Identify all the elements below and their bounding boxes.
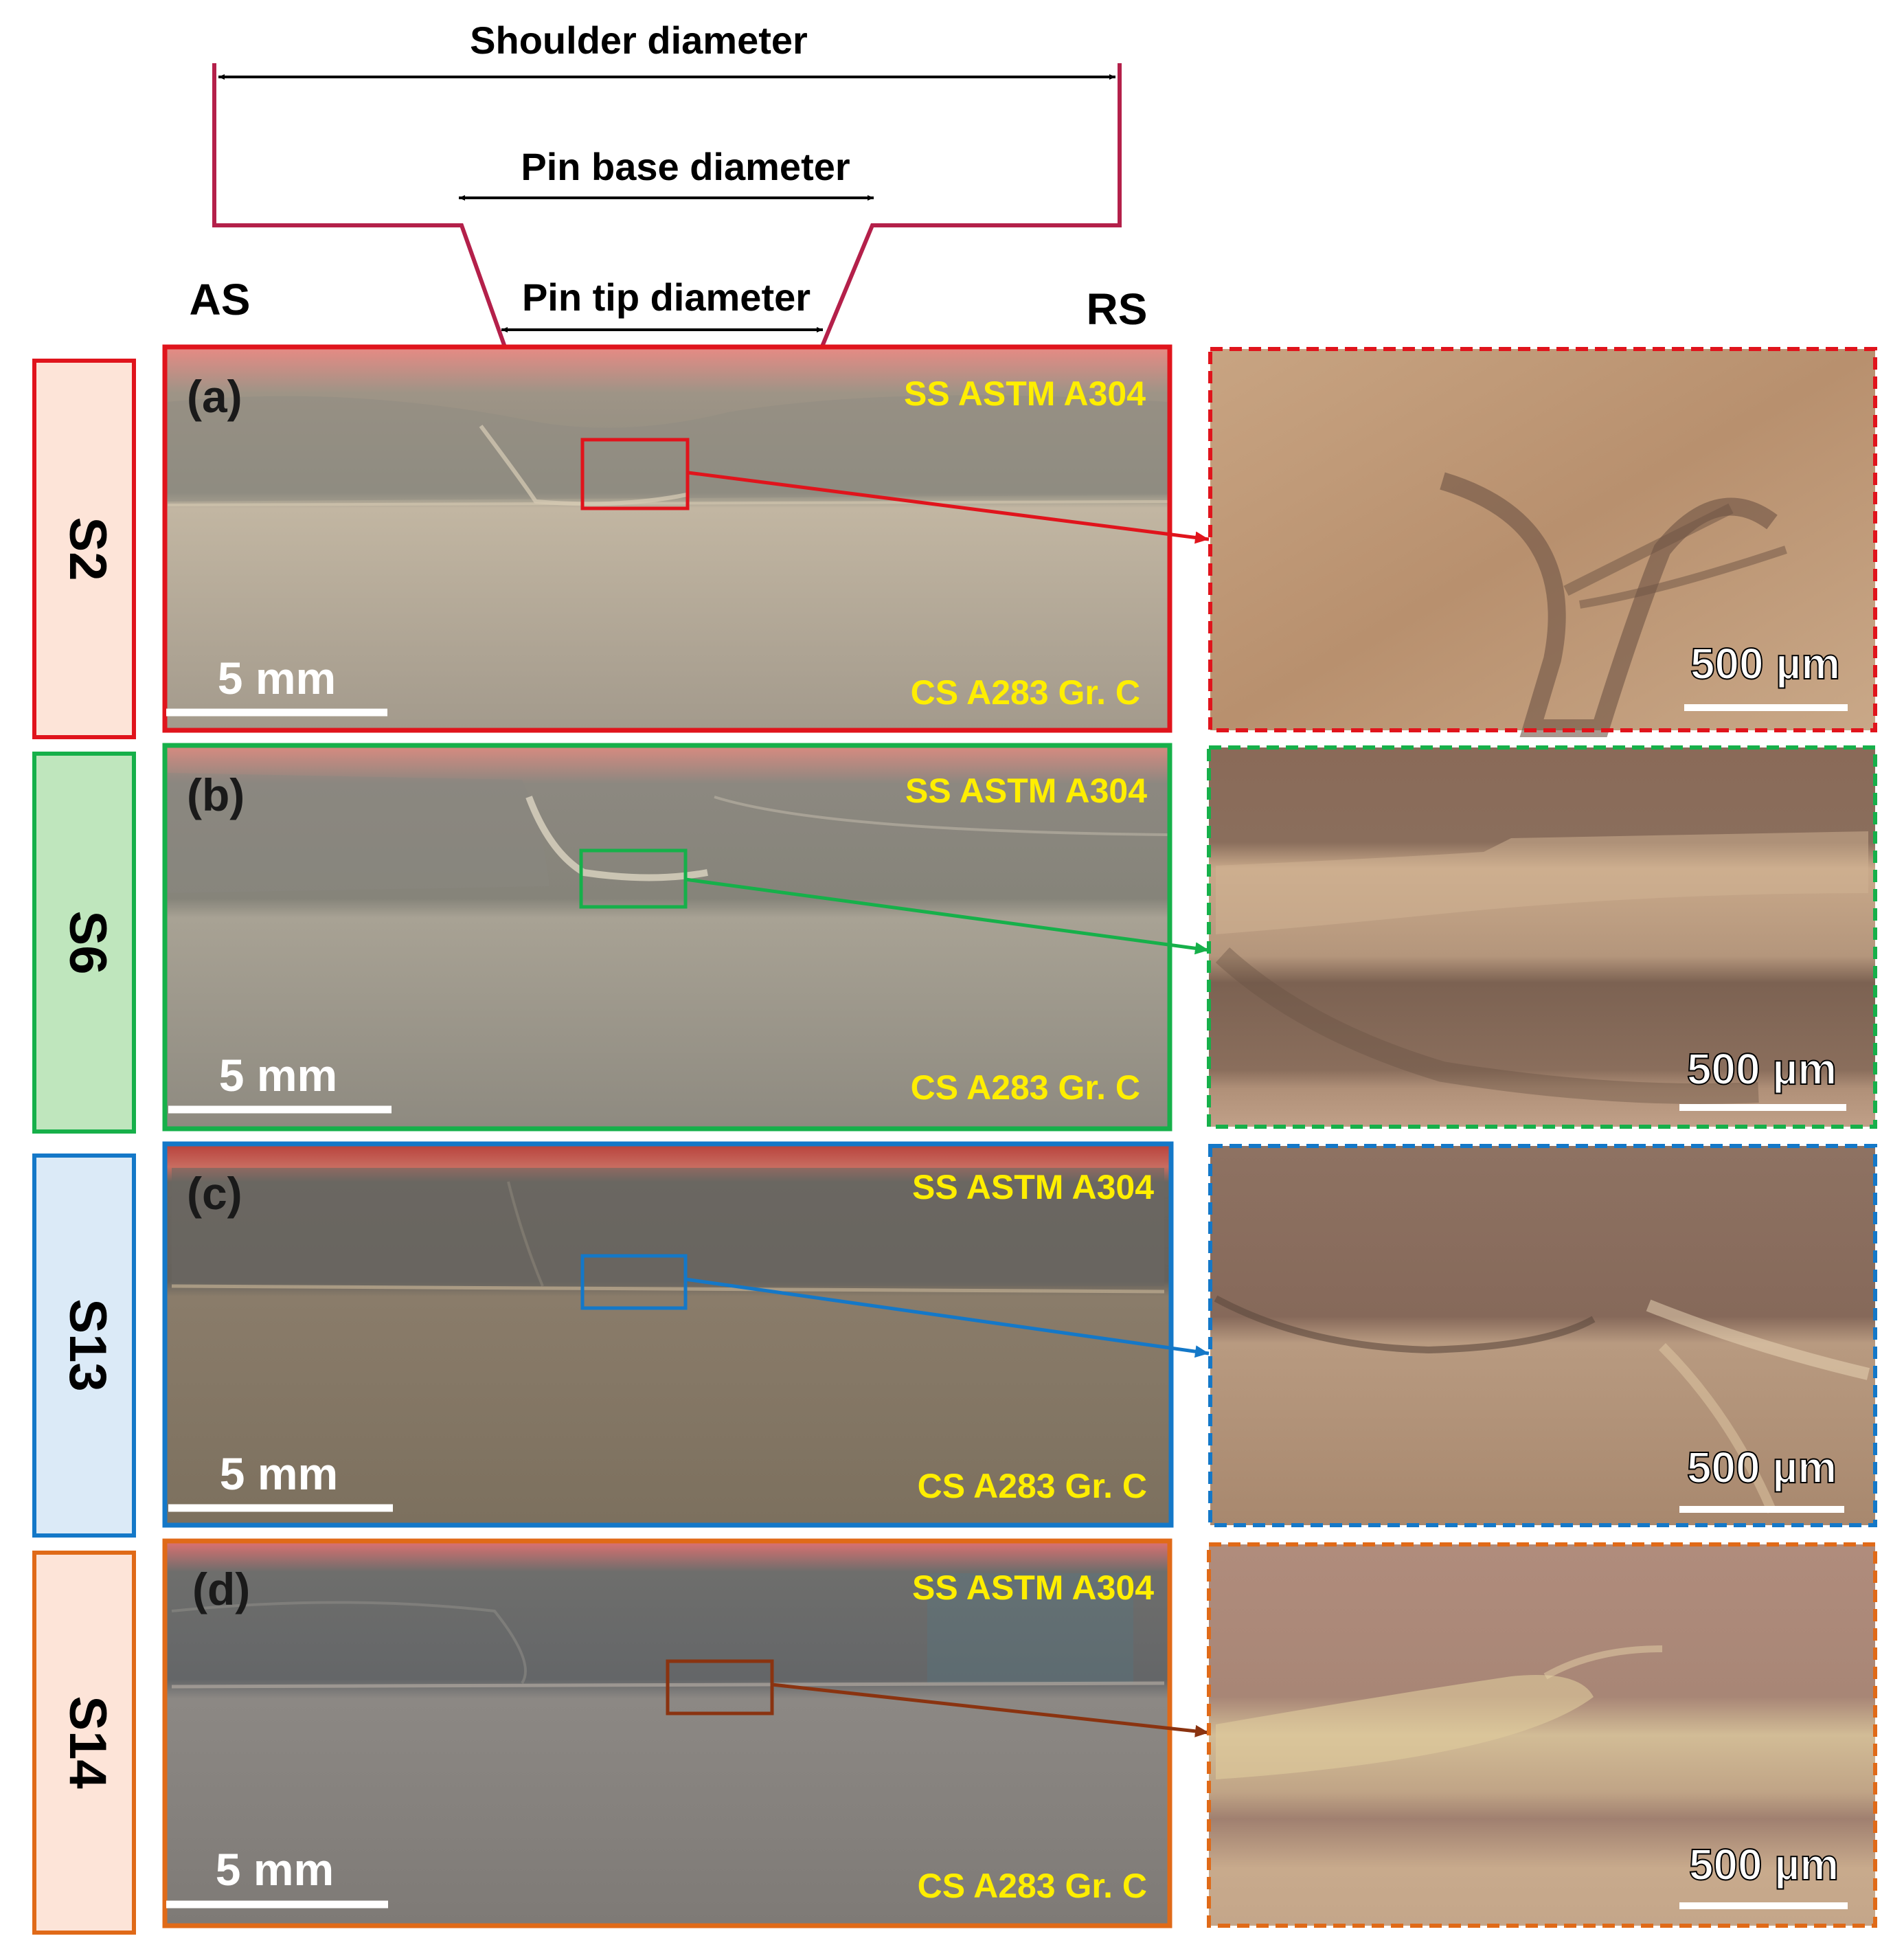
panel-label-b: (b) bbox=[187, 769, 245, 820]
zoom-arrow-a bbox=[688, 471, 1210, 544]
micro-scale-label-b: 500 µm bbox=[1687, 1044, 1837, 1094]
sample-label-s13: S13 bbox=[58, 1298, 117, 1391]
zoom-arrow-c bbox=[685, 1277, 1210, 1358]
micrograph-frame-b bbox=[1207, 745, 1877, 1129]
sample-tag-s2 bbox=[32, 359, 136, 739]
macro-scale-label-d: 5 mm bbox=[216, 1844, 334, 1895]
sample-tag-s13 bbox=[32, 1154, 136, 1538]
micrograph-frame-d bbox=[1207, 1542, 1877, 1928]
top-material-label-c: SS ASTM A304 bbox=[912, 1168, 1154, 1206]
top-material-label-d: SS ASTM A304 bbox=[912, 1568, 1154, 1607]
pin-base-diameter-label: Pin base diameter bbox=[521, 145, 850, 188]
sample-tag-s6 bbox=[32, 752, 136, 1134]
macro-scale-label-a: 5 mm bbox=[218, 653, 336, 704]
bottom-material-label-a: CS A283 Gr. C bbox=[911, 673, 1140, 712]
bottom-material-label-d: CS A283 Gr. C bbox=[918, 1867, 1147, 1905]
zoom-box-a bbox=[580, 438, 690, 510]
zoom-box-b bbox=[579, 848, 688, 909]
macro-scale-label-b: 5 mm bbox=[219, 1050, 337, 1101]
micrograph-a bbox=[1210, 349, 1875, 737]
bottom-material-label-c: CS A283 Gr. C bbox=[918, 1467, 1147, 1505]
shoulder-diameter-label: Shoulder diameter bbox=[470, 19, 808, 62]
retreating-side-label: RS bbox=[1087, 284, 1148, 334]
zoom-arrow-b bbox=[685, 877, 1210, 955]
panel-label-a: (a) bbox=[187, 371, 242, 422]
sample-label-s14: S14 bbox=[58, 1696, 117, 1788]
macrograph-frame-c bbox=[162, 1141, 1174, 1528]
micro-scale-label-a: 500 µm bbox=[1690, 639, 1840, 688]
bottom-material-label-b: CS A283 Gr. C bbox=[911, 1068, 1140, 1107]
advancing-side-label: AS bbox=[190, 275, 251, 324]
micrograph-frame-a bbox=[1208, 347, 1877, 732]
micrograph-d bbox=[1209, 1544, 1875, 1926]
row-s13: S13 (c) SS ASTM A304 CS A283 Gr. C 5 mm … bbox=[32, 1141, 1877, 1538]
sample-label-s6: S6 bbox=[58, 911, 117, 975]
macrograph-d bbox=[165, 1541, 1170, 1926]
micro-scale-label-d: 500 µm bbox=[1689, 1840, 1839, 1889]
micrograph-frame-c bbox=[1208, 1144, 1877, 1527]
sample-tag-s14 bbox=[32, 1551, 136, 1935]
row-s2: S2 (a) SS ASTM A304 CS A283 Gr. C 5 mm 5… bbox=[32, 344, 1877, 739]
macrograph-c bbox=[165, 1144, 1171, 1525]
row-s14: S14 (d) SS ASTM A304 CS A283 Gr. C 5 mm … bbox=[32, 1538, 1877, 1935]
tool-schematic: Shoulder diameter Pin base diameter Pin … bbox=[190, 19, 1148, 368]
macrograph-a bbox=[165, 347, 1170, 730]
zoom-box-c bbox=[580, 1254, 688, 1310]
panel-label-d: (d) bbox=[192, 1564, 250, 1614]
top-material-label-a: SS ASTM A304 bbox=[904, 374, 1146, 413]
micrograph-b bbox=[1209, 747, 1875, 1127]
micrograph-c bbox=[1210, 1146, 1875, 1525]
macro-scale-label-c: 5 mm bbox=[220, 1448, 338, 1499]
macrograph-frame-b bbox=[162, 743, 1172, 1132]
macrograph-frame-d bbox=[162, 1538, 1172, 1928]
zoom-arrow-d bbox=[771, 1683, 1210, 1737]
macrograph-frame-a bbox=[162, 344, 1172, 733]
panel-label-c: (c) bbox=[187, 1168, 242, 1219]
tool-outline bbox=[212, 63, 1122, 368]
zoom-box-d bbox=[666, 1659, 774, 1715]
sample-label-s2: S2 bbox=[58, 517, 117, 581]
top-material-label-b: SS ASTM A304 bbox=[905, 772, 1147, 810]
pin-tip-diameter-label: Pin tip diameter bbox=[522, 275, 811, 319]
micro-scale-label-c: 500 µm bbox=[1687, 1443, 1837, 1492]
macrograph-b bbox=[165, 745, 1170, 1129]
row-s6: S6 (b) SS ASTM A304 CS A283 Gr. C 5 mm 5… bbox=[32, 743, 1877, 1134]
